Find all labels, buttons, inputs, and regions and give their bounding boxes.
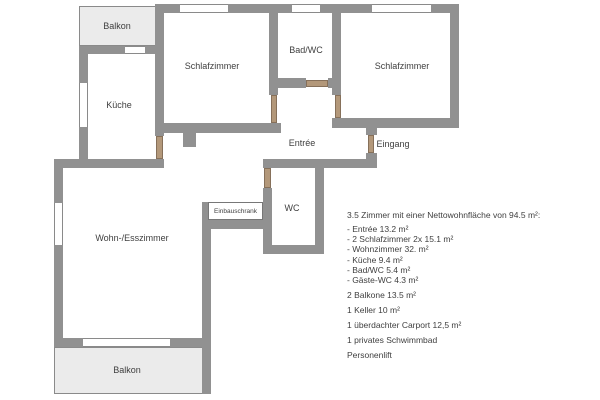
door-wc <box>264 168 271 188</box>
wall-segment <box>54 159 164 168</box>
window-opening <box>372 4 431 13</box>
description-line: - Wohnzimmer 32. m² <box>347 244 429 255</box>
wall-segment <box>79 46 125 54</box>
wall-segment <box>366 128 377 135</box>
window-opening <box>83 338 170 347</box>
description-line: - Gäste-WC 4.3 m² <box>347 275 419 286</box>
room-label-balkon-bottom: Balkon <box>113 365 141 375</box>
window-opening <box>54 203 63 245</box>
wall-segment <box>315 168 324 254</box>
window-opening <box>125 46 145 54</box>
description-line: - Küche 9.4 m² <box>347 254 403 265</box>
description-line: - Entrée 13.2 m² <box>347 224 409 234</box>
description-title: 3.5 Zimmer mit einer Nettowohnfläche von… <box>347 210 541 220</box>
wall-segment <box>79 127 88 159</box>
wall-segment <box>263 245 324 254</box>
wall-segment <box>54 245 63 347</box>
wall-segment <box>155 4 164 136</box>
wall-segment <box>450 4 459 128</box>
wall-segment <box>54 159 63 203</box>
wall-segment <box>263 188 272 254</box>
wall-segment <box>155 123 281 133</box>
door-schlafzimmer-left <box>271 95 277 123</box>
wall-segment <box>431 4 459 13</box>
door-eingang <box>368 135 374 153</box>
wall-segment <box>269 4 278 95</box>
balcony-top <box>79 6 156 46</box>
room-label-entree: Entrée <box>288 138 316 148</box>
door-kueche <box>156 136 163 159</box>
wall-segment <box>263 159 377 168</box>
window-opening <box>79 83 88 127</box>
description-line: 1 privates Schwimmbad <box>347 335 438 346</box>
room-label-wc: WC <box>284 203 300 213</box>
room-label-schlafzimmer-right: Schlafzimmer <box>374 61 430 71</box>
wall-segment <box>202 202 211 394</box>
wall-segment <box>183 133 196 147</box>
einbauschrank-box: Einbauschrank <box>208 202 263 220</box>
wall-segment <box>332 118 459 128</box>
room-label-einbauschrank: Einbauschrank <box>214 207 257 215</box>
balcony-bottom <box>54 347 210 394</box>
wall-segment <box>155 4 180 13</box>
room-label-schlafzimmer-left: Schlafzimmer <box>184 61 240 71</box>
wall-segment <box>228 4 292 13</box>
description-line: 1 Keller 10 m² <box>347 305 400 316</box>
wall-segment <box>208 220 263 229</box>
wall-segment <box>269 78 306 88</box>
wall-segment <box>54 338 83 347</box>
wall-segment <box>79 46 88 83</box>
description-line: Personenlift <box>347 350 392 361</box>
door-bad-wc <box>306 80 328 87</box>
wall-segment <box>170 338 211 347</box>
wall-segment <box>366 153 377 160</box>
wall-segment <box>320 4 372 13</box>
room-label-eingang: Eingang <box>376 139 410 149</box>
description-line: 1 überdachter Carport 12,5 m² <box>347 320 462 331</box>
window-opening <box>292 4 320 13</box>
room-label-kueche: Küche <box>106 100 132 110</box>
wall-segment <box>332 4 341 95</box>
door-schlafzimmer-right <box>335 95 341 118</box>
description-block: 3.5 Zimmer mit einer Nettowohnfläche von… <box>347 210 562 360</box>
description-line: - 2 Schlafzimmer 2x 15.1 m² <box>347 234 454 245</box>
wall-segment <box>145 46 155 54</box>
window-opening <box>180 4 228 13</box>
room-label-balkon-top: Balkon <box>103 21 131 31</box>
room-label-wohn-esszimmer: Wohn-/Esszimmer <box>95 233 169 243</box>
room-label-bad-wc: Bad/WC <box>289 45 323 55</box>
description-line: - Bad/WC 5.4 m² <box>347 264 411 275</box>
description-line: 2 Balkone 13.5 m² <box>347 290 416 301</box>
